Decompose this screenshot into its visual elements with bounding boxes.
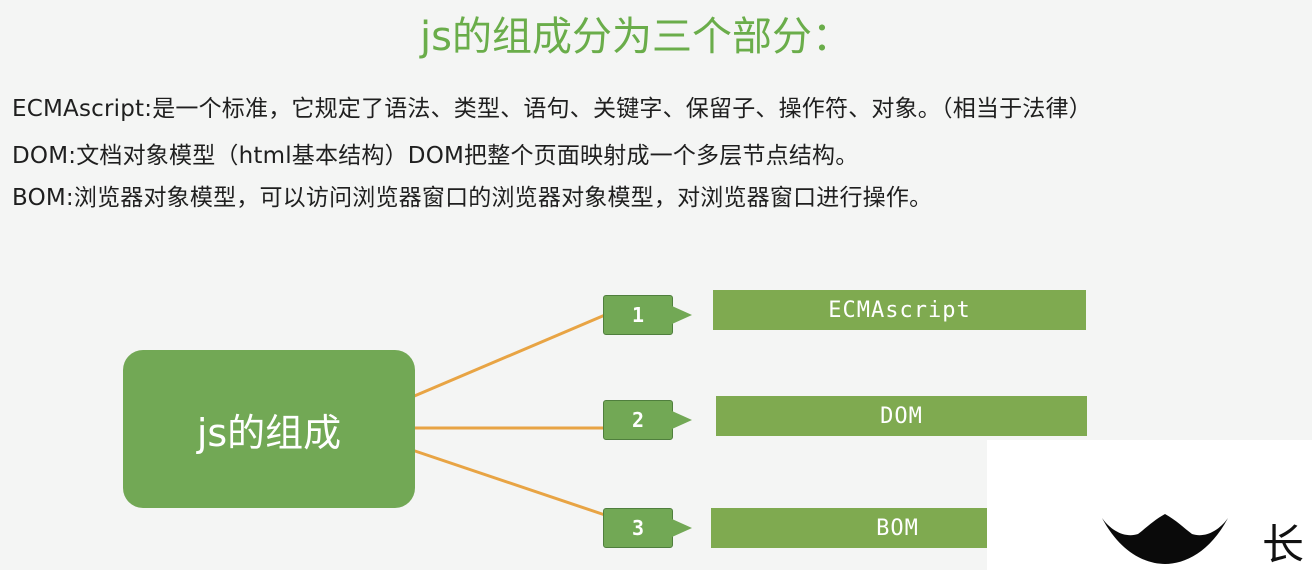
page-title: js的组成分为三个部分：: [420, 14, 852, 60]
connector-line-3: [411, 448, 606, 517]
root-node-label: js的组成: [196, 410, 342, 455]
branch-label-ecmascript: ECMAscript: [713, 290, 1086, 330]
connector-line-1: [411, 313, 606, 399]
branch-number-1: 1: [603, 295, 692, 335]
branch-number-2: 2: [603, 400, 692, 440]
branch-label-dom: DOM: [716, 396, 1087, 436]
bom-description: BOM:浏览器对象模型，可以访问浏览器窗口的浏览器对象模型，对浏览器窗口进行操作…: [12, 185, 933, 211]
crown-logo-icon: [1102, 514, 1228, 564]
dom-description: DOM:文档对象模型（html基本结构）DOM把整个页面映射成一个多层节点结构。: [12, 143, 859, 169]
watermark-text: 长: [1262, 524, 1305, 566]
ecmascript-description: ECMAscript:是一个标准，它规定了语法、类型、语句、关键字、保留子、操作…: [12, 96, 1092, 122]
root-node: js的组成: [123, 350, 415, 508]
branch-number-3: 3: [603, 508, 692, 548]
